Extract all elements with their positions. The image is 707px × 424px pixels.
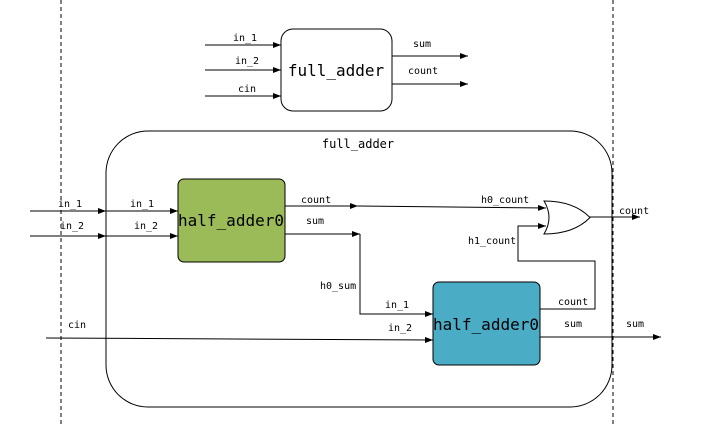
ha-a-sum-label: sum	[306, 216, 324, 227]
or-gate	[543, 200, 591, 235]
cin-label: cin	[68, 320, 86, 331]
h0-sum-wire	[359, 234, 433, 317]
half-adder-a-label: half_adder0	[178, 211, 284, 230]
ext-in2-label: in_2	[60, 221, 84, 232]
top-cin-label: cin	[238, 84, 256, 95]
ha-a-count-label: count	[301, 195, 331, 206]
ha-b-sum-label: sum	[564, 319, 582, 330]
top-count-label: count	[408, 66, 438, 77]
cin-wire	[45, 336, 434, 343]
ha-a-in1-label: in_1	[130, 199, 154, 210]
top-in2-label: in_2	[235, 56, 259, 67]
h1-count-label: h1_count	[468, 236, 516, 247]
ext-in1-label: in_1	[58, 199, 82, 210]
h0-sum-label: h0_sum	[320, 281, 356, 292]
detail-module: full_adder in_1 in_2 in_1 in_2 half_adde…	[30, 130, 661, 408]
container-label: full_adder	[322, 137, 394, 151]
ha-b-in2-label: in_2	[388, 323, 412, 334]
ha-b-count-label: count	[558, 297, 588, 308]
h1-count-wire	[517, 223, 596, 310]
half-adder-a-block	[177, 178, 286, 263]
ha-a-in2-label: in_2	[134, 221, 158, 232]
h0-count-wire	[357, 204, 547, 211]
top-full-adder-label: full_adder	[288, 61, 385, 80]
top-sum-label: sum	[413, 39, 431, 50]
half-adder-b-block	[432, 281, 541, 366]
ext-sum-label: sum	[626, 319, 644, 330]
ext-count-label: count	[619, 206, 649, 217]
ha-b-in1-label: in_1	[385, 300, 409, 311]
full-adder-container	[105, 130, 613, 408]
h0-count-label: h0_count	[481, 195, 529, 206]
half-adder-b-label: half_adder0	[433, 315, 539, 334]
top-in1-label: in_1	[233, 33, 257, 44]
top-module: full_adder in_1 in_2 cin sum count	[205, 28, 468, 112]
